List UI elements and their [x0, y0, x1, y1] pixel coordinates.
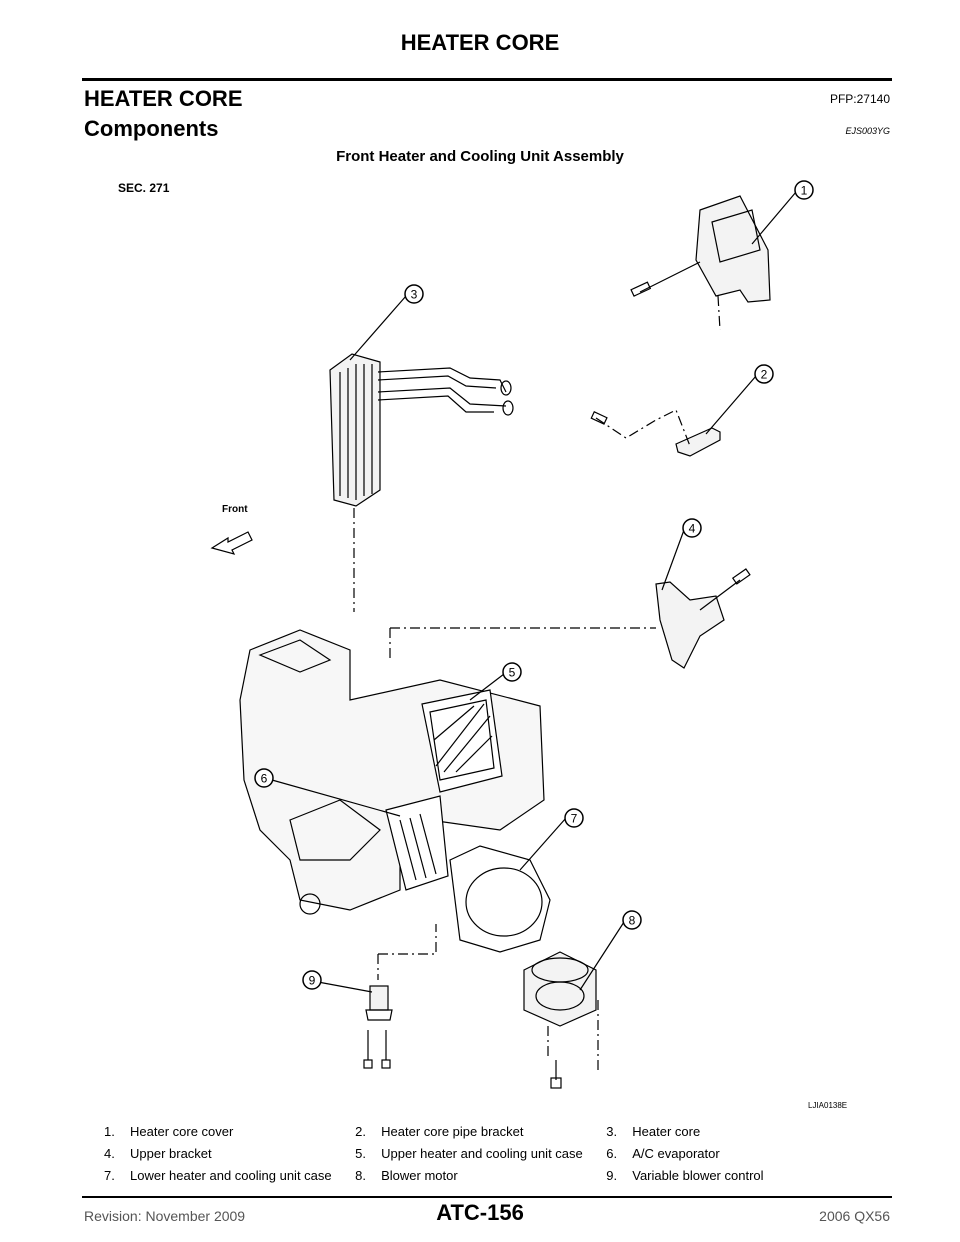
callout-6: 6	[254, 768, 274, 788]
figure-id: LJIA0138E	[808, 1101, 848, 1110]
legend-row: 4.Upper bracket 5.Upper heater and cooli…	[104, 1142, 804, 1164]
svg-text:8: 8	[629, 914, 636, 928]
svg-text:1: 1	[801, 184, 808, 198]
section-title: HEATER CORE	[84, 86, 243, 111]
parts-legend: 1.Heater core cover 2.Heater core pipe b…	[104, 1120, 804, 1186]
page-number: ATC-156	[436, 1200, 524, 1225]
svg-text:9: 9	[309, 974, 316, 988]
legend-item: 5.Upper heater and cooling unit case	[355, 1145, 583, 1161]
callout-4: 4	[682, 518, 702, 538]
callout-1: 1	[794, 180, 814, 200]
heater-cooling-unit-drawing	[239, 629, 551, 980]
callout-3: 3	[404, 284, 424, 304]
heater-core-cover-drawing	[630, 195, 771, 331]
pipe-bracket-drawing	[590, 409, 721, 457]
callout-2: 2	[754, 364, 774, 384]
legend-item: 8.Blower motor	[355, 1167, 458, 1183]
model-name: 2006 QX56	[819, 1208, 890, 1224]
header-rule	[82, 78, 892, 81]
callout-5: 5	[502, 662, 522, 682]
revision-date: Revision: November 2009	[84, 1208, 246, 1224]
svg-text:3: 3	[411, 288, 418, 302]
blower-motor-drawing	[523, 951, 599, 1089]
front-arrow-icon	[210, 531, 253, 555]
upper-bracket-drawing	[389, 568, 751, 669]
callout-9: 9	[302, 970, 322, 990]
callout-leaders	[271, 191, 797, 993]
svg-text:4: 4	[689, 522, 696, 536]
sec-label: SEC. 271	[118, 181, 170, 195]
callout-8: 8	[622, 910, 642, 930]
svg-text:5: 5	[509, 666, 516, 680]
callout-7: 7	[564, 808, 584, 828]
heater-core-drawing	[329, 353, 514, 612]
running-header: HEATER CORE	[400, 30, 560, 55]
legend-item: 2.Heater core pipe bracket	[355, 1123, 524, 1139]
callout-markers: 1 2 3 4 5 6 7 8 9	[254, 180, 814, 990]
legend-row: 1.Heater core cover 2.Heater core pipe b…	[104, 1120, 804, 1142]
legend-item: 6.A/C evaporator	[606, 1145, 720, 1161]
legend-item: 1.Heater core cover	[104, 1123, 234, 1139]
svg-text:7: 7	[571, 812, 578, 826]
exploded-diagram	[210, 191, 797, 1089]
legend-row: 7.Lower heater and cooling unit case 8.B…	[104, 1164, 804, 1186]
svg-text:2: 2	[761, 368, 768, 382]
subsection-title: Components	[84, 116, 219, 141]
subsection-code: EJS003YG	[845, 126, 890, 136]
figure-caption: Front Heater and Cooling Unit Assembly	[336, 148, 624, 165]
blower-control-drawing	[363, 985, 393, 1069]
legend-item: 7.Lower heater and cooling unit case	[104, 1167, 332, 1183]
footer-rule	[82, 1196, 892, 1198]
legend-item: 4.Upper bracket	[104, 1145, 212, 1161]
part-code: PFP:27140	[829, 92, 890, 106]
svg-text:6: 6	[261, 772, 268, 786]
front-label: Front	[222, 504, 248, 515]
legend-item: 9.Variable blower control	[606, 1167, 764, 1183]
legend-item: 3.Heater core	[606, 1123, 701, 1139]
